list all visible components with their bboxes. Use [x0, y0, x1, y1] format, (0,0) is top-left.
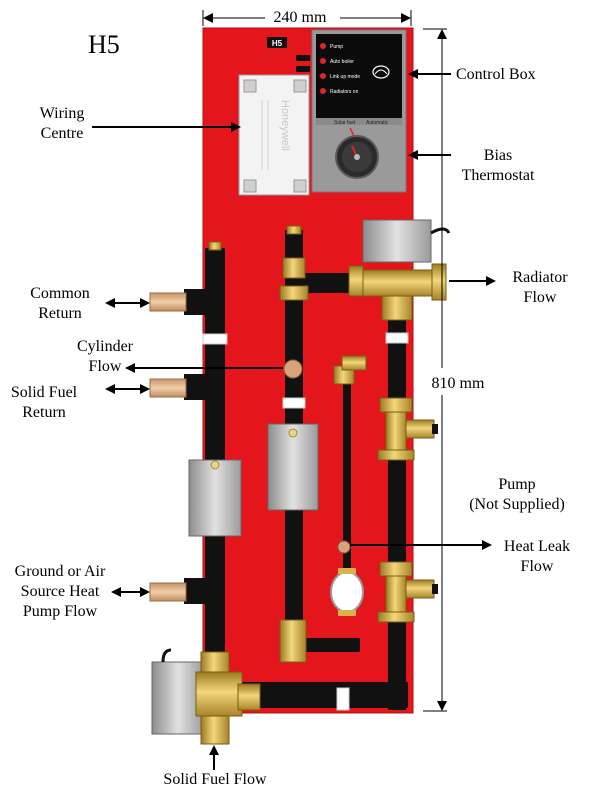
wiring-centre-brand: Honeywell	[279, 100, 291, 151]
diagram-title: H5	[88, 30, 120, 59]
width-label: 240 mm	[274, 9, 327, 26]
control-switch-label: Automatic	[366, 120, 389, 126]
gas-pump-flow-connector	[149, 582, 187, 602]
height-dimension	[423, 28, 447, 712]
control-switch-label: Solar fuel	[334, 120, 355, 126]
width-dimension	[202, 10, 412, 26]
panel-badge: H5	[272, 39, 283, 48]
brass-fittings	[195, 225, 447, 745]
left-valve-actuator	[188, 459, 242, 537]
control-item-label: Pump	[330, 44, 343, 50]
control-box-label: Control Box	[456, 66, 536, 83]
control-item-label: Link up mode	[330, 74, 360, 80]
centre-valve-actuator	[267, 423, 319, 511]
pump-not-supplied-label: Pump(Not Supplied)	[469, 476, 565, 513]
solid-fuel-return-connector	[149, 378, 187, 398]
control-led-1	[320, 43, 326, 49]
control-item-label: Radiators on	[330, 89, 359, 95]
radiator-valve-actuator	[362, 219, 432, 263]
control-box: Pump Auto boiler Link up mode Radiators …	[311, 29, 407, 193]
control-item-label: Auto boiler	[330, 59, 354, 65]
solid-fuel-valve-actuator	[151, 661, 205, 735]
height-label: 810 mm	[432, 375, 485, 392]
heat-leak-marker	[337, 540, 351, 554]
control-led-3	[320, 73, 326, 79]
solid-fuel-flow-label: Solid Fuel Flow	[163, 771, 267, 788]
cylinder-flow-marker	[283, 359, 303, 379]
heat-leak-sight-glass	[330, 571, 364, 613]
control-led-2	[320, 58, 326, 64]
wiring-centre-box: Honeywell	[238, 74, 310, 196]
control-led-4	[320, 88, 326, 94]
common-return-connector	[149, 292, 187, 312]
